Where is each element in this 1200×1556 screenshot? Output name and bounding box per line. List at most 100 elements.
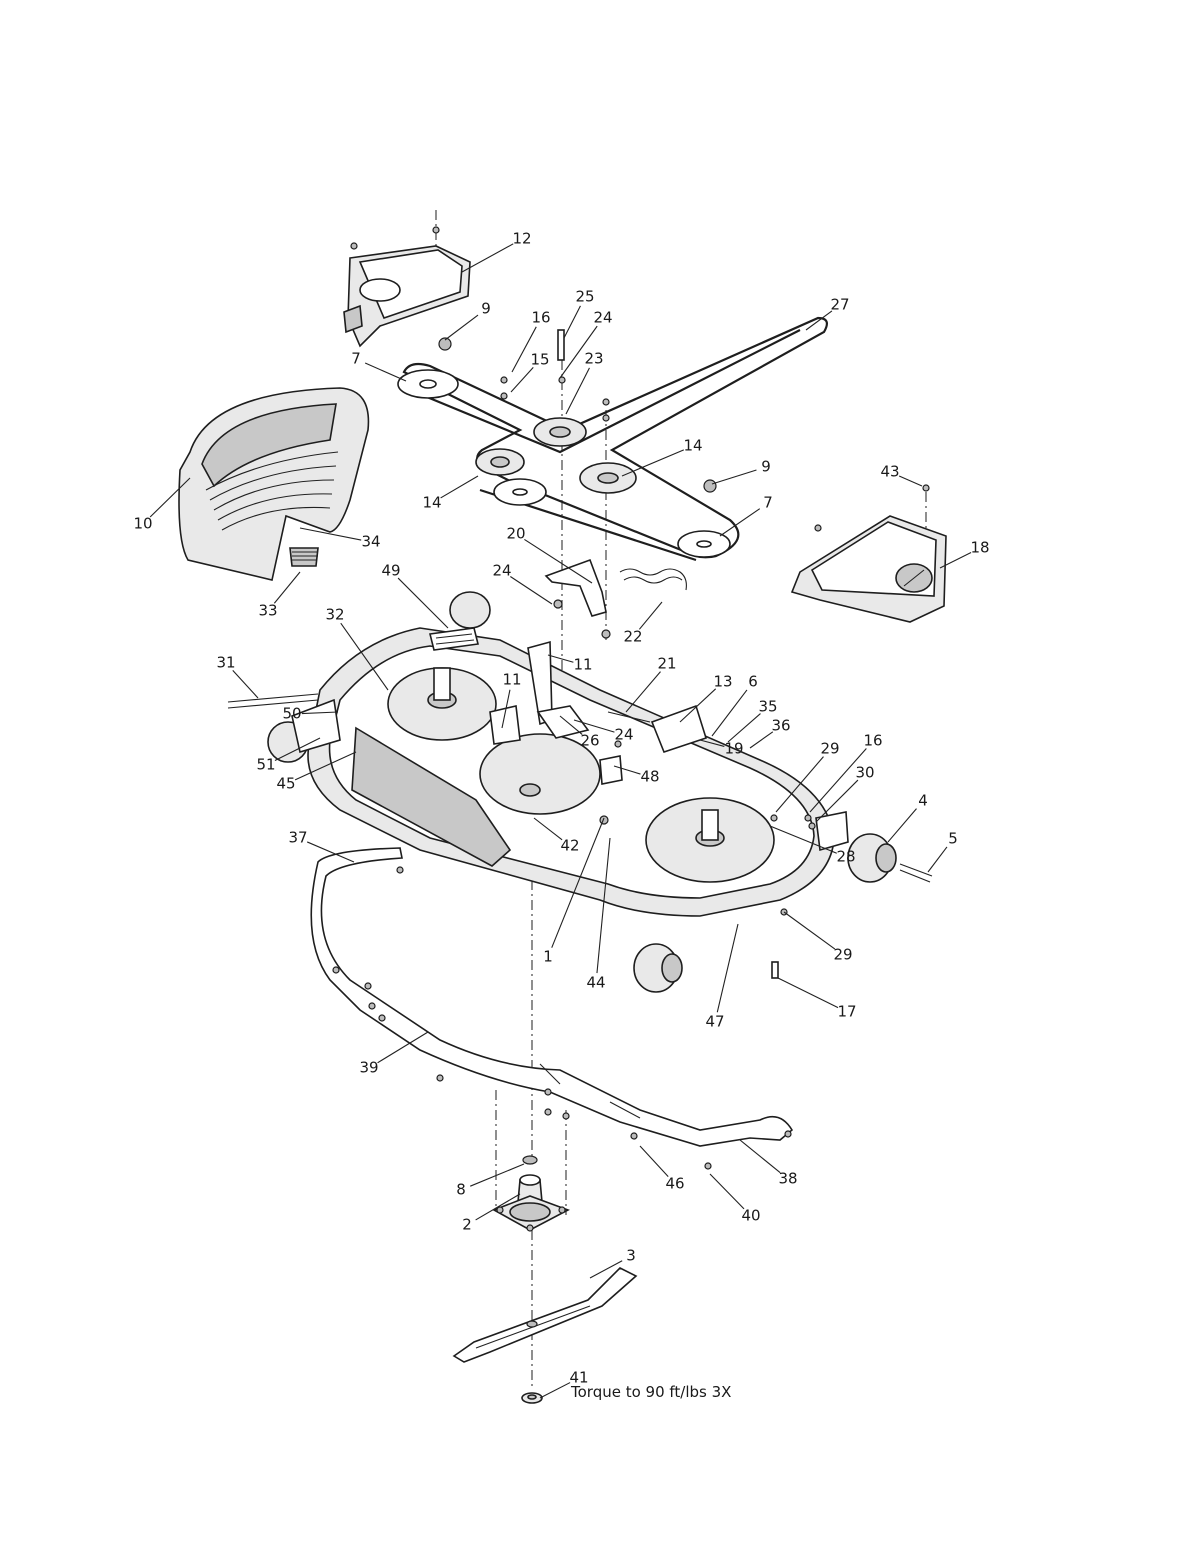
callout-label-9: 9 [761,458,771,476]
callout-label-48: 48 [640,768,659,786]
callout-leader-16 [511,326,537,373]
callout-leader-36 [749,731,774,749]
callout-leader-50 [301,711,339,715]
callout-leader-49 [397,577,449,629]
callout-leader-45 [294,751,357,781]
callout-leader-30 [815,779,859,823]
callout-label-21: 21 [657,655,676,673]
callout-label-17: 17 [837,1003,856,1021]
callout-label-32: 32 [325,606,344,624]
callout-leader-26 [559,715,583,736]
callout-leader-11 [501,689,511,729]
callout-leader-16 [809,748,867,813]
callout-label-42: 42 [560,837,579,855]
callout-label-43: 43 [880,463,899,481]
callout-label-3: 3 [626,1247,636,1265]
callout-leader-46 [639,1145,669,1178]
callout-leader-34 [299,527,362,541]
pulley-cover-left [343,226,471,348]
callout-leader-31 [232,670,259,699]
callout-label-40: 40 [741,1207,760,1225]
callout-label-1: 1 [543,948,553,966]
pulley-cover-right [790,484,947,623]
callout-leader-19 [699,739,725,747]
callout-label-14: 14 [683,437,702,455]
callout-leader-38 [739,1139,781,1174]
callout-leader-23 [565,367,590,415]
callout-label-34: 34 [361,533,380,551]
callout-label-16: 16 [863,732,882,750]
callout-leader-7 [719,508,761,537]
callout-label-2: 2 [462,1216,472,1234]
callout-label-45: 45 [276,775,295,793]
callout-label-20: 20 [506,525,525,543]
callout-leader-15 [510,367,534,393]
callout-leader-10 [149,477,191,518]
callout-leader-32 [340,622,389,691]
callout-leader-25 [563,305,581,339]
idler-arm-and-spring [544,558,687,639]
callout-label-51: 51 [256,756,275,774]
mower-deck [227,627,835,979]
callout-leader-51 [274,737,321,762]
callout-leader-5 [927,846,948,873]
callout-label-15: 15 [530,351,549,369]
callout-leader-4 [887,808,917,843]
callout-label-10: 10 [133,515,152,533]
callout-label-49: 49 [381,562,400,580]
callout-leader-11 [547,654,574,663]
callout-label-41: 41 [569,1369,588,1387]
callout-label-7: 7 [351,350,361,368]
callout-label-29: 29 [820,740,839,758]
callout-label-25: 25 [575,288,594,306]
callout-label-5: 5 [948,830,958,848]
callout-label-24: 24 [614,726,633,744]
callout-label-22: 22 [623,628,642,646]
callout-label-9: 9 [481,300,491,318]
deck-baffles [310,847,794,1170]
callout-leader-8 [470,1163,525,1187]
callout-label-26: 26 [580,732,599,750]
callout-label-46: 46 [665,1175,684,1193]
callout-label-24: 24 [492,562,511,580]
callout-label-30: 30 [855,764,874,782]
callout-label-11: 11 [502,671,521,689]
pulleys [397,329,731,558]
callout-leader-20 [524,538,593,584]
callout-leader-29 [775,756,824,813]
callout-leader-9 [444,314,479,341]
callout-leader-18 [939,551,972,569]
callout-leader-14 [621,449,685,477]
callout-label-8: 8 [456,1181,466,1199]
callout-leader-24 [559,325,598,379]
callout-leader-47 [716,923,739,1013]
drive-belts [402,316,828,562]
callout-label-47: 47 [705,1013,724,1031]
callout-label-35: 35 [758,698,777,716]
callout-label-37: 37 [288,829,307,847]
callout-label-13: 13 [713,673,732,691]
callout-leader-9 [711,469,757,485]
callout-leader-3 [589,1260,623,1279]
callout-leader-44 [596,837,611,974]
callout-leader-17 [777,977,839,1009]
callout-label-36: 36 [771,717,790,735]
callout-label-24: 24 [593,309,612,327]
callout-leader-33 [273,571,301,604]
callout-leader-12 [461,243,514,273]
callout-label-33: 33 [258,602,277,620]
blade-assembly [452,1267,638,1404]
callout-leader-41 [539,1382,571,1399]
callout-leader-27 [805,310,833,331]
callout-label-4: 4 [918,792,928,810]
callout-leader-2 [475,1193,521,1221]
callout-leader-35 [727,713,761,743]
callout-label-11: 11 [573,656,592,674]
gauge-wheels [267,591,933,993]
callout-leader-29 [783,911,836,950]
callout-leader-37 [306,841,355,863]
callout-leader-28 [769,825,837,854]
callout-leader-39 [377,1031,429,1064]
